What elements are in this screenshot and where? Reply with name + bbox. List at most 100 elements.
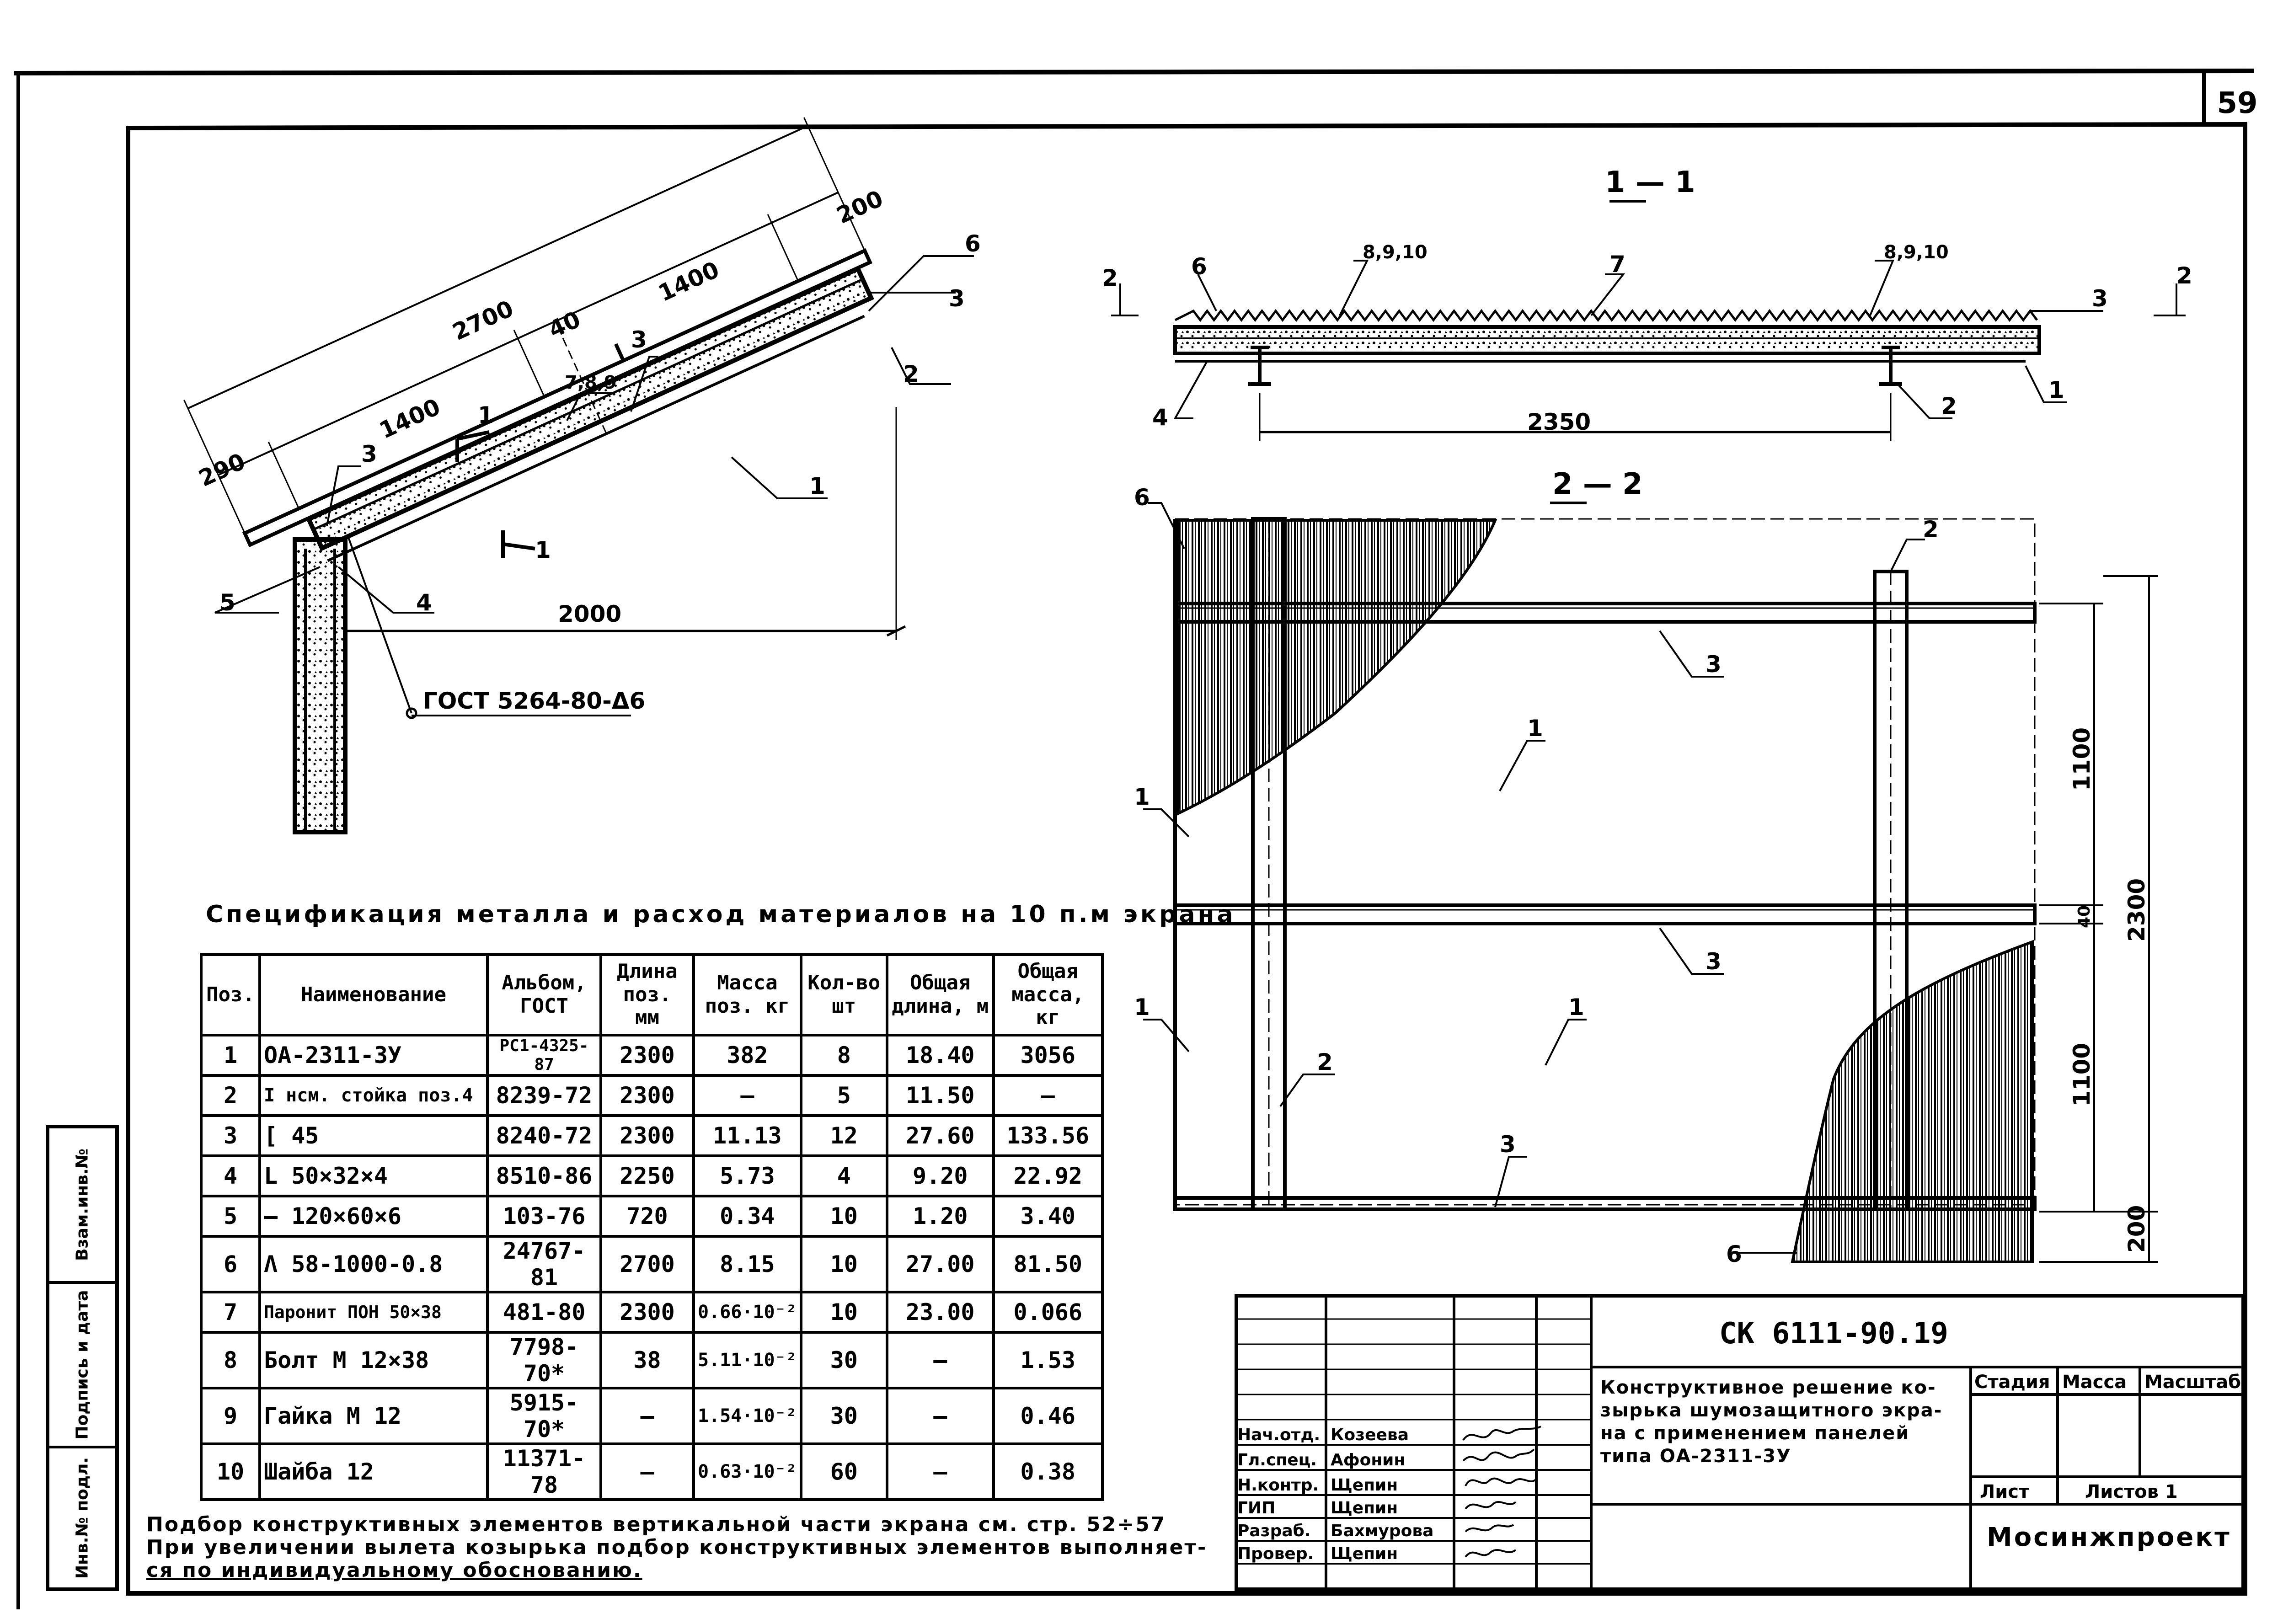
dim-40: 40 bbox=[2075, 905, 2094, 928]
dim-2350: 2350 bbox=[1527, 409, 1591, 435]
cell-pos: 4 bbox=[200, 1154, 261, 1197]
cell-total-length: 27.00 bbox=[885, 1235, 995, 1293]
sheet-frame bbox=[13, 69, 2255, 1609]
cell-total-mass: 0.46 bbox=[992, 1387, 1104, 1445]
name-6: Щепин bbox=[1331, 1544, 1398, 1563]
title-description-line-3: на с применением панелей bbox=[1600, 1423, 1910, 1444]
name-1: Козеева bbox=[1331, 1426, 1409, 1444]
section-1-1-labels: 1 — 1 2350 8,9,10 8,9,10 7 6 4 3 2 1 2 2 bbox=[1102, 166, 2192, 435]
cell-mass: 0.66·10⁻² bbox=[692, 1291, 802, 1334]
cell-total-mass: — bbox=[992, 1074, 1104, 1117]
cell-name: I нсм. стойка поз.4 bbox=[258, 1074, 489, 1117]
dim-1100-b: 1100 bbox=[2069, 1043, 2095, 1106]
callout-2: 2 bbox=[903, 361, 919, 387]
document-number: СК 6111-90.19 bbox=[1719, 1317, 1948, 1351]
spec-header-qty: Кол-во шт bbox=[799, 953, 888, 1036]
dim-200: 200 bbox=[2123, 1205, 2150, 1253]
callout-2: 2 bbox=[1941, 393, 1957, 419]
cell-length: 2250 bbox=[599, 1154, 695, 1197]
callout-3b: 3 bbox=[1706, 948, 1722, 975]
callout-5: 5 bbox=[219, 589, 235, 616]
cell-pos: 8 bbox=[200, 1331, 261, 1389]
spec-header-name: Наименование bbox=[258, 953, 489, 1036]
side-cell-signature-label: Подпись и дата bbox=[73, 1290, 92, 1440]
cell-name: — 120×60×6 bbox=[258, 1195, 489, 1238]
role-5: Разраб. bbox=[1237, 1522, 1311, 1540]
callout-6a: 6 bbox=[1134, 484, 1150, 511]
role-2: Гл.спец. bbox=[1237, 1451, 1317, 1469]
spec-header-mass: Масса поз. кг bbox=[692, 953, 802, 1036]
callout-1c: 1 bbox=[1134, 784, 1150, 810]
cell-length: 2300 bbox=[599, 1291, 695, 1334]
weld-note: ГОСТ 5264-80-Δ6 bbox=[423, 688, 645, 714]
callout-1a: 1 bbox=[1527, 715, 1543, 742]
footnote-line-2: При увеличении вылета козырька подбор ко… bbox=[146, 1536, 1208, 1559]
cell-pos: 7 bbox=[200, 1291, 261, 1334]
cell-name: Паронит ПОН 50×38 bbox=[258, 1291, 489, 1334]
cell-length: — bbox=[599, 1387, 695, 1445]
role-6: Провер. bbox=[1237, 1544, 1314, 1563]
cell-pos: 10 bbox=[200, 1442, 261, 1501]
cell-length: 2300 bbox=[599, 1034, 695, 1077]
canopy-drawing bbox=[183, 117, 974, 834]
page-number: 59 bbox=[2217, 86, 2258, 120]
cell-name: Болт М 12×38 bbox=[258, 1331, 489, 1389]
section-1-1-title: 1 — 1 bbox=[1605, 166, 1695, 199]
cell-total-length: 11.50 bbox=[885, 1074, 995, 1117]
callout-6: 6 bbox=[1191, 253, 1207, 280]
callout-2a: 2 bbox=[1923, 516, 1939, 543]
title-description-line-4: типа ОА-2311-3У bbox=[1600, 1446, 1791, 1467]
footnote: Подбор конструктивных элементов вертикал… bbox=[146, 1513, 1207, 1582]
cell-mass: 5.73 bbox=[692, 1154, 802, 1197]
cell-pos: 2 bbox=[200, 1074, 261, 1117]
callout-789: 7,8,9 bbox=[565, 372, 617, 393]
callout-3b: 3 bbox=[631, 326, 647, 353]
cell-length: 2300 bbox=[599, 1114, 695, 1157]
callout-8910-a: 8,9,10 bbox=[1363, 242, 1428, 263]
vertical-post bbox=[293, 537, 348, 834]
dim-2300: 2300 bbox=[2123, 878, 2150, 942]
cell-gost: 8510-86 bbox=[486, 1154, 602, 1197]
cell-mass: 11.13 bbox=[692, 1114, 802, 1157]
footnote-line-3: ся по индивидуальному обоснованию. bbox=[146, 1559, 642, 1582]
cell-mass: 8.15 bbox=[692, 1235, 802, 1293]
dim-1100-a: 1100 bbox=[2069, 727, 2095, 791]
title-description: Конструктивное решение ко- зырька шумоза… bbox=[1600, 1376, 1942, 1468]
callout-8910-b: 8,9,10 bbox=[1884, 242, 1949, 263]
cell-total-length: 1.20 bbox=[885, 1195, 995, 1238]
cell-name: [ 45 bbox=[258, 1114, 489, 1157]
sheets-label: Листов 1 bbox=[2085, 1481, 2178, 1502]
cell-gost: 8240-72 bbox=[486, 1114, 602, 1157]
cell-pos: 3 bbox=[200, 1114, 261, 1157]
cell-name: Шайба 12 bbox=[258, 1442, 489, 1501]
callout-3a: 3 bbox=[1706, 651, 1722, 678]
cell-qty: 60 bbox=[799, 1442, 888, 1501]
spec-header-gost: Альбом, ГОСТ bbox=[486, 953, 602, 1036]
cell-pos: 1 bbox=[200, 1034, 261, 1077]
dim-1400-b: 1400 bbox=[654, 256, 723, 306]
callout-4: 4 bbox=[1152, 404, 1168, 431]
cell-length: 2300 bbox=[599, 1074, 695, 1117]
cell-qty: 10 bbox=[799, 1195, 888, 1238]
callout-6b: 6 bbox=[1726, 1241, 1742, 1267]
cell-qty: 8 bbox=[799, 1034, 888, 1077]
organization-name: Мосинжпроект bbox=[1987, 1522, 2231, 1552]
cell-mass: 5.11·10⁻² bbox=[692, 1331, 802, 1389]
cell-gost: РС1-4325-87 bbox=[486, 1034, 602, 1077]
cell-total-mass: 133.56 bbox=[992, 1114, 1104, 1157]
cell-qty: 4 bbox=[799, 1154, 888, 1197]
cell-total-mass: 1.53 bbox=[992, 1331, 1104, 1389]
cell-name: ОА-2311-3У bbox=[258, 1034, 489, 1077]
side-cell-inv-label: Взам.инв.№ bbox=[73, 1149, 92, 1261]
cell-total-mass: 81.50 bbox=[992, 1235, 1104, 1293]
cell-qty: 10 bbox=[799, 1235, 888, 1293]
cell-gost: 481-80 bbox=[486, 1291, 602, 1334]
section-mark-2-left: 2 bbox=[1102, 265, 1118, 291]
cell-length: — bbox=[599, 1442, 695, 1501]
